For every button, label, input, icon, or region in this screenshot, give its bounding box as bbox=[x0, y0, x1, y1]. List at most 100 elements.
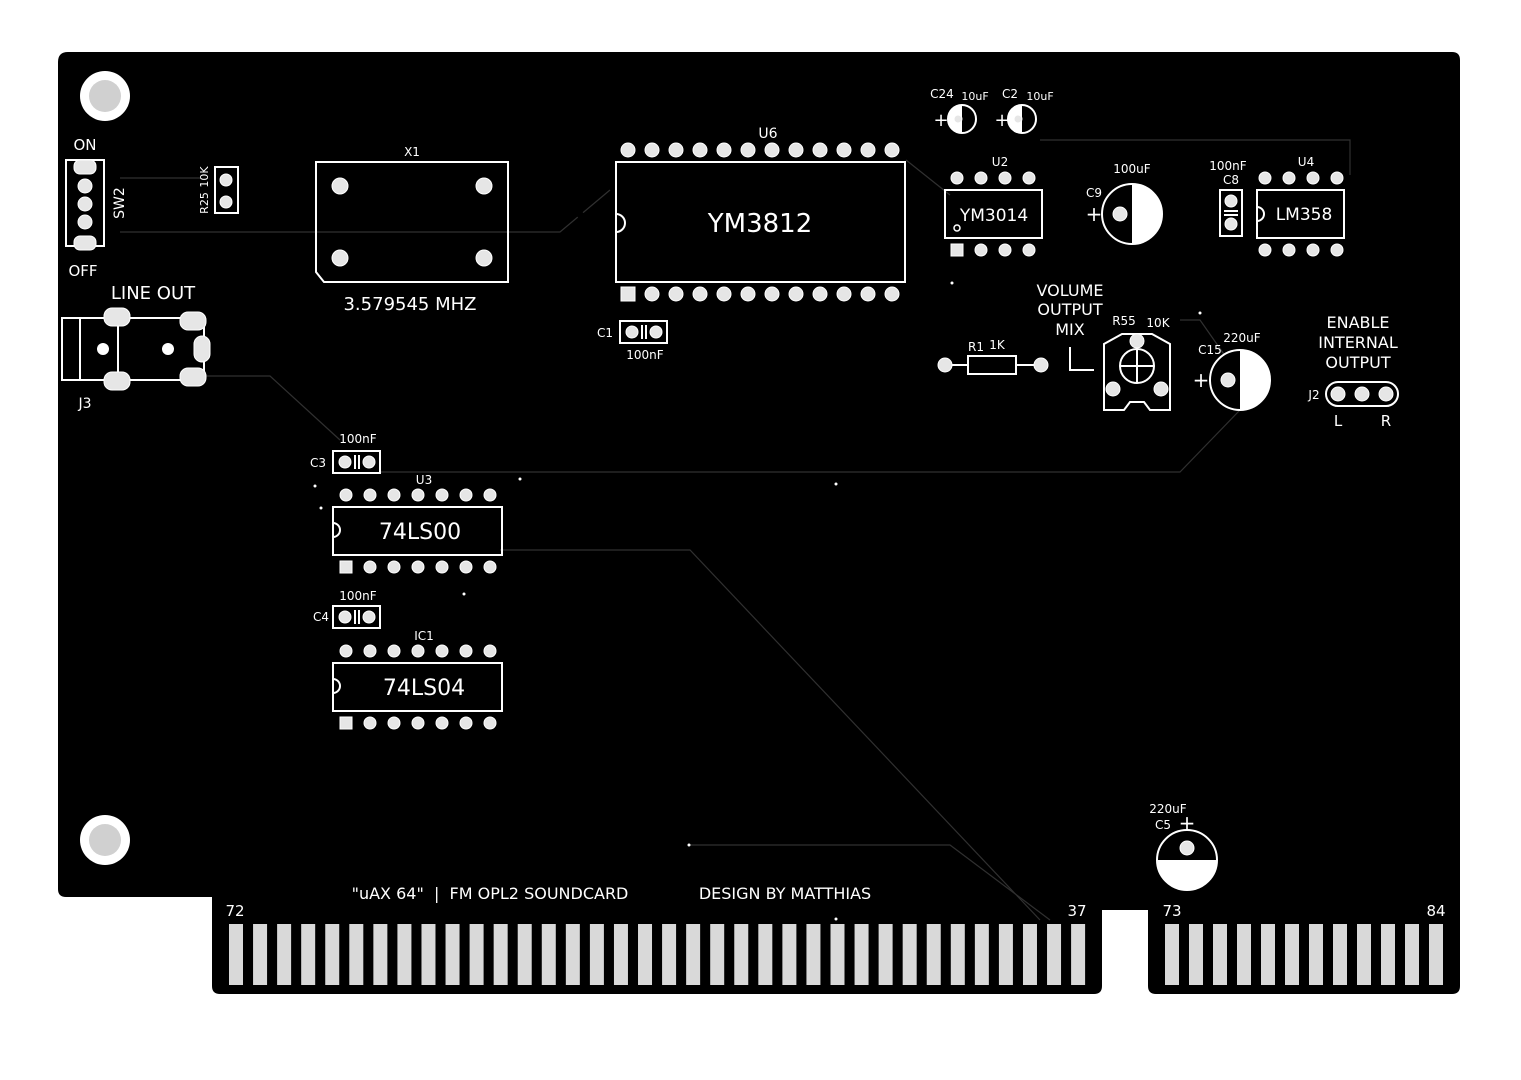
pad bbox=[860, 286, 876, 302]
edge-finger bbox=[445, 924, 460, 985]
c15-plus: + bbox=[1193, 368, 1210, 392]
pad bbox=[764, 286, 780, 302]
edge-finger bbox=[517, 924, 532, 985]
chip-u2: U2 YM3014 bbox=[944, 155, 1043, 257]
pad bbox=[363, 560, 377, 574]
edge-finger bbox=[782, 924, 797, 985]
u3-ref-label: U3 bbox=[416, 473, 432, 487]
pad bbox=[339, 644, 353, 658]
edge-pin-84: 84 bbox=[1426, 902, 1445, 920]
crystal-ref-label: X1 bbox=[404, 145, 420, 159]
r1-value-label: 1K bbox=[989, 338, 1006, 352]
volume-line1: VOLUME bbox=[1037, 281, 1104, 300]
pad bbox=[435, 488, 449, 502]
edge-finger bbox=[878, 924, 893, 985]
edge-finger bbox=[710, 924, 725, 985]
edge-finger bbox=[1237, 924, 1251, 985]
edge-finger bbox=[565, 924, 580, 985]
pad bbox=[483, 560, 497, 574]
j3-ref-label: J3 bbox=[77, 396, 91, 412]
capacitor-c9: + C9 100uF bbox=[1086, 162, 1163, 245]
r25-value-label: 10K bbox=[198, 166, 211, 188]
j2-ref-label: J2 bbox=[1307, 388, 1319, 402]
j2-line3: OUTPUT bbox=[1325, 353, 1390, 372]
edge-finger bbox=[998, 924, 1013, 985]
j2-line1: ENABLE bbox=[1326, 313, 1389, 332]
thin-traces bbox=[120, 139, 1351, 921]
pad bbox=[1330, 243, 1344, 257]
potentiometer-r55: R55 10K bbox=[1103, 314, 1171, 411]
edge-finger bbox=[830, 924, 845, 985]
r55-ref-label: R55 bbox=[1112, 314, 1136, 328]
c3-value-label: 100nF bbox=[339, 432, 377, 446]
c1-value-label: 100nF bbox=[626, 348, 664, 362]
capacitor-c5: + 220uF C5 bbox=[1149, 802, 1218, 891]
edge-finger bbox=[1357, 924, 1371, 985]
pad bbox=[740, 142, 756, 158]
c5-ref-label: C5 bbox=[1155, 818, 1171, 832]
pad bbox=[950, 243, 964, 257]
pad bbox=[1022, 171, 1036, 185]
pad bbox=[387, 644, 401, 658]
pad bbox=[836, 286, 852, 302]
resistor-r1: R1 1K bbox=[937, 338, 1049, 375]
pad bbox=[411, 716, 425, 730]
edge-finger bbox=[277, 924, 292, 985]
c4-ref-label: C4 bbox=[313, 610, 329, 624]
edge-finger bbox=[589, 924, 604, 985]
pad bbox=[668, 286, 684, 302]
edge-finger bbox=[686, 924, 701, 985]
c8-value-label: 100nF bbox=[1209, 159, 1247, 173]
line-out-label: LINE OUT bbox=[111, 283, 196, 304]
pad bbox=[716, 286, 732, 302]
pad bbox=[1258, 243, 1272, 257]
edge-connector-left bbox=[229, 924, 1086, 985]
pad bbox=[812, 286, 828, 302]
edge-finger bbox=[1071, 924, 1086, 985]
capacitor-c24: + C24 10uF bbox=[930, 87, 989, 134]
c15-value-label: 220uF bbox=[1223, 331, 1261, 345]
c9-plus: + bbox=[1086, 202, 1103, 226]
edge-finger bbox=[613, 924, 628, 985]
edge-finger bbox=[734, 924, 749, 985]
pad bbox=[1306, 243, 1320, 257]
pad bbox=[1282, 171, 1296, 185]
u2-part-label: YM3014 bbox=[959, 206, 1028, 226]
edge-finger bbox=[662, 924, 677, 985]
volume-output-mix-text: VOLUME OUTPUT MIX bbox=[1037, 281, 1104, 371]
edge-finger bbox=[469, 924, 484, 985]
edge-finger bbox=[758, 924, 773, 985]
chip-u6: U6 YM3812 bbox=[615, 126, 906, 302]
pad bbox=[740, 286, 756, 302]
pad bbox=[644, 286, 660, 302]
edge-finger bbox=[1189, 924, 1203, 985]
pad bbox=[812, 142, 828, 158]
pad bbox=[788, 286, 804, 302]
pad bbox=[974, 171, 988, 185]
pad bbox=[692, 286, 708, 302]
c24-value-label: 10uF bbox=[961, 90, 988, 103]
edge-finger bbox=[541, 924, 556, 985]
r1-ref-label: R1 bbox=[968, 340, 984, 354]
c8-ref-label: C8 bbox=[1223, 173, 1239, 187]
edge-finger bbox=[493, 924, 508, 985]
switch-off-label: OFF bbox=[68, 262, 97, 280]
pad bbox=[860, 142, 876, 158]
edge-finger bbox=[1213, 924, 1227, 985]
edge-finger bbox=[1022, 924, 1037, 985]
capacitor-c8: 100nF C8 bbox=[1209, 159, 1247, 237]
pad bbox=[387, 560, 401, 574]
pad bbox=[836, 142, 852, 158]
u6-part-label: YM3812 bbox=[707, 209, 812, 239]
pad bbox=[387, 716, 401, 730]
jumper-j2: ENABLE INTERNAL OUTPUT J2 L R bbox=[1307, 313, 1399, 430]
r55-value-label: 10K bbox=[1146, 316, 1170, 330]
edge-pin-73: 73 bbox=[1162, 902, 1181, 920]
pad bbox=[716, 142, 732, 158]
edge-finger bbox=[373, 924, 388, 985]
edge-finger bbox=[1381, 924, 1395, 985]
pad bbox=[411, 560, 425, 574]
pad bbox=[435, 644, 449, 658]
edge-finger bbox=[1405, 924, 1419, 985]
pad bbox=[620, 142, 636, 158]
